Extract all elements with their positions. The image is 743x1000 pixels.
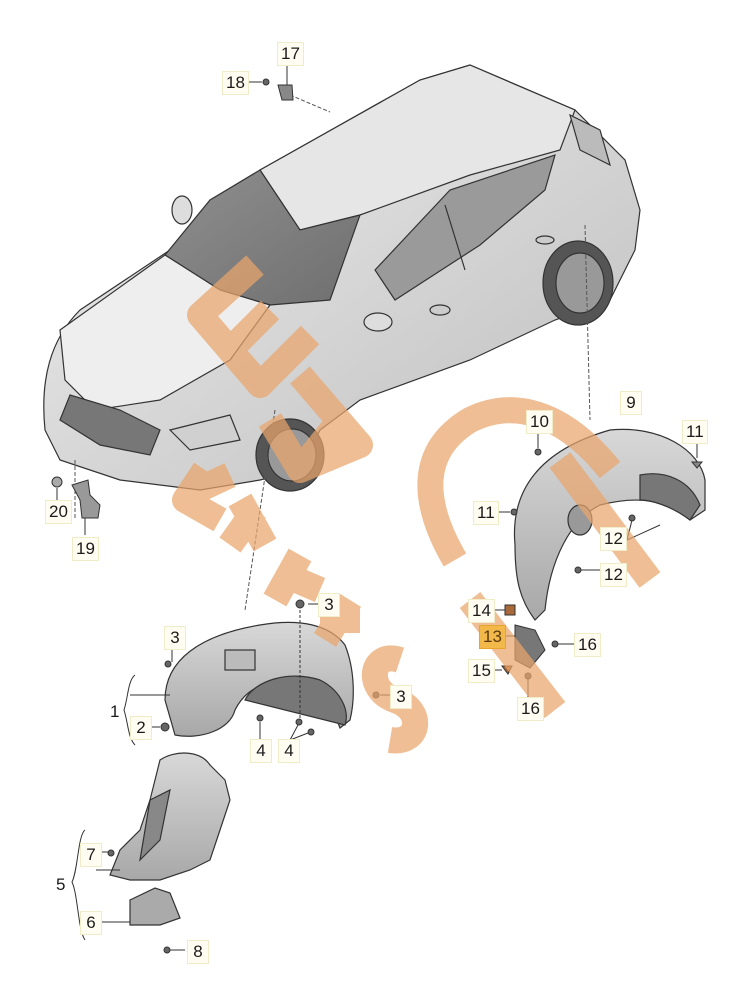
callout-9[interactable]: 9 xyxy=(620,391,642,415)
callout-3-right[interactable]: 3 xyxy=(390,685,412,709)
callout-14[interactable]: 14 xyxy=(468,599,495,623)
front-wheel-liner xyxy=(164,621,354,737)
callout-18[interactable]: 18 xyxy=(222,71,249,95)
callout-7[interactable]: 7 xyxy=(80,843,102,867)
front-splash-shield xyxy=(109,752,231,926)
clip-17-18 xyxy=(246,65,294,101)
callout-11-right[interactable]: 11 xyxy=(682,420,708,444)
callout-4-right[interactable]: 4 xyxy=(278,739,300,763)
callout-15[interactable]: 15 xyxy=(468,659,495,683)
callout-6[interactable]: 6 xyxy=(80,911,102,935)
callout-17[interactable]: 17 xyxy=(277,42,304,66)
bracket-19-20 xyxy=(51,476,101,535)
callout-13-highlighted[interactable]: 13 xyxy=(479,625,506,649)
callout-16-right[interactable]: 16 xyxy=(574,633,601,657)
watermark xyxy=(172,255,661,754)
callout-10[interactable]: 10 xyxy=(526,410,553,434)
callout-11-left[interactable]: 11 xyxy=(473,501,499,525)
callout-12-lower[interactable]: 12 xyxy=(600,563,627,587)
callout-2[interactable]: 2 xyxy=(130,716,152,740)
callout-3-left[interactable]: 3 xyxy=(164,626,186,650)
callout-8[interactable]: 8 xyxy=(187,940,209,964)
callout-3-top[interactable]: 3 xyxy=(318,593,340,617)
callout-5[interactable]: 5 xyxy=(56,875,66,894)
callout-16-bottom[interactable]: 16 xyxy=(517,697,544,721)
callout-12-upper[interactable]: 12 xyxy=(600,527,627,551)
callout-19[interactable]: 19 xyxy=(72,537,99,561)
callout-20[interactable]: 20 xyxy=(45,500,72,524)
callout-1[interactable]: 1 xyxy=(110,702,120,721)
callout-4-left[interactable]: 4 xyxy=(250,739,272,763)
